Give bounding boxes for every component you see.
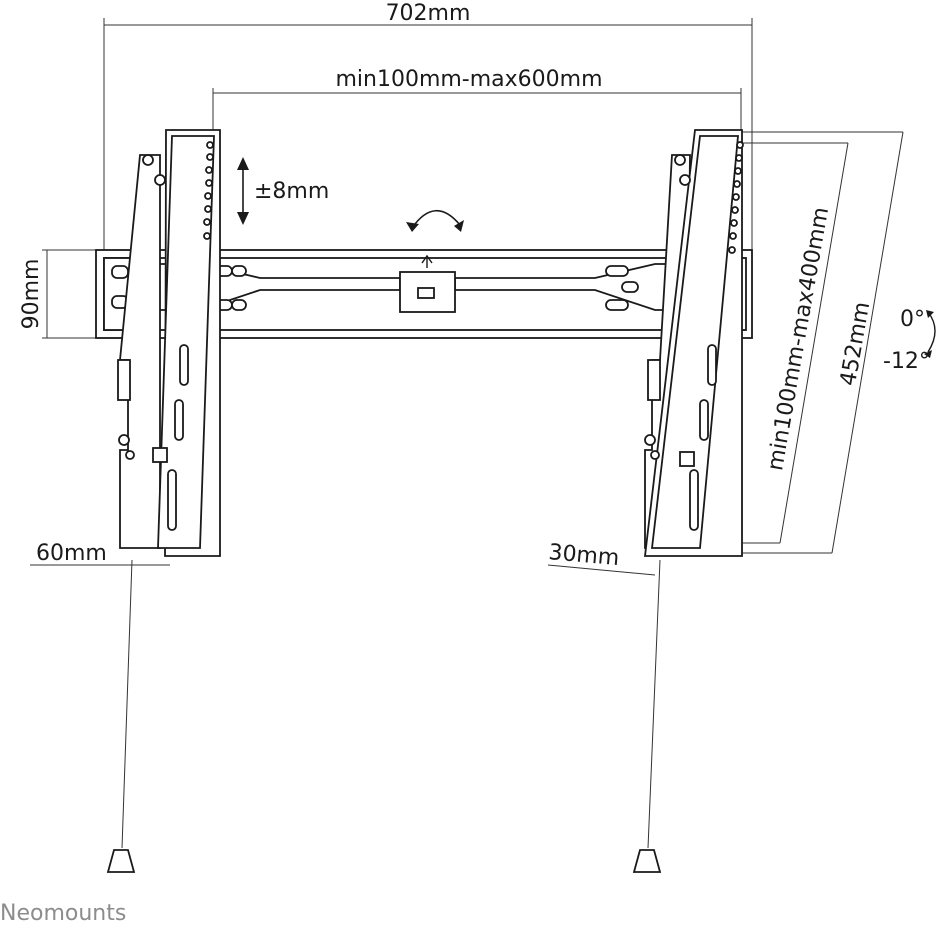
- rail-height-label: 90mm: [19, 259, 44, 330]
- depth-tilted-label: 30mm: [547, 540, 620, 571]
- left-bracket: [106, 129, 221, 873]
- right-bracket: [632, 129, 744, 873]
- vesa-horizontal-label: min100mm-max600mm: [335, 67, 602, 92]
- depth-upright-label: 60mm: [36, 541, 107, 566]
- bracket-height-label: 452mm: [836, 300, 875, 388]
- dimension-lines: [30, 18, 904, 576]
- rotation-arrow-icon: [406, 209, 464, 232]
- left-bracket-holes: [167, 141, 214, 531]
- brand-logo: Neomounts: [0, 901, 126, 925]
- right-bracket-holes: [689, 141, 744, 531]
- tilt-bottom-label: -12°: [883, 349, 930, 374]
- vertical-adjust-arrow-icon: [237, 157, 249, 225]
- tilt-top-label: 0°: [900, 307, 925, 332]
- total-width-label: 702mm: [386, 1, 471, 26]
- tilt-arrow-icon: [924, 310, 936, 358]
- vertical-adjust-label: ±8mm: [254, 179, 329, 204]
